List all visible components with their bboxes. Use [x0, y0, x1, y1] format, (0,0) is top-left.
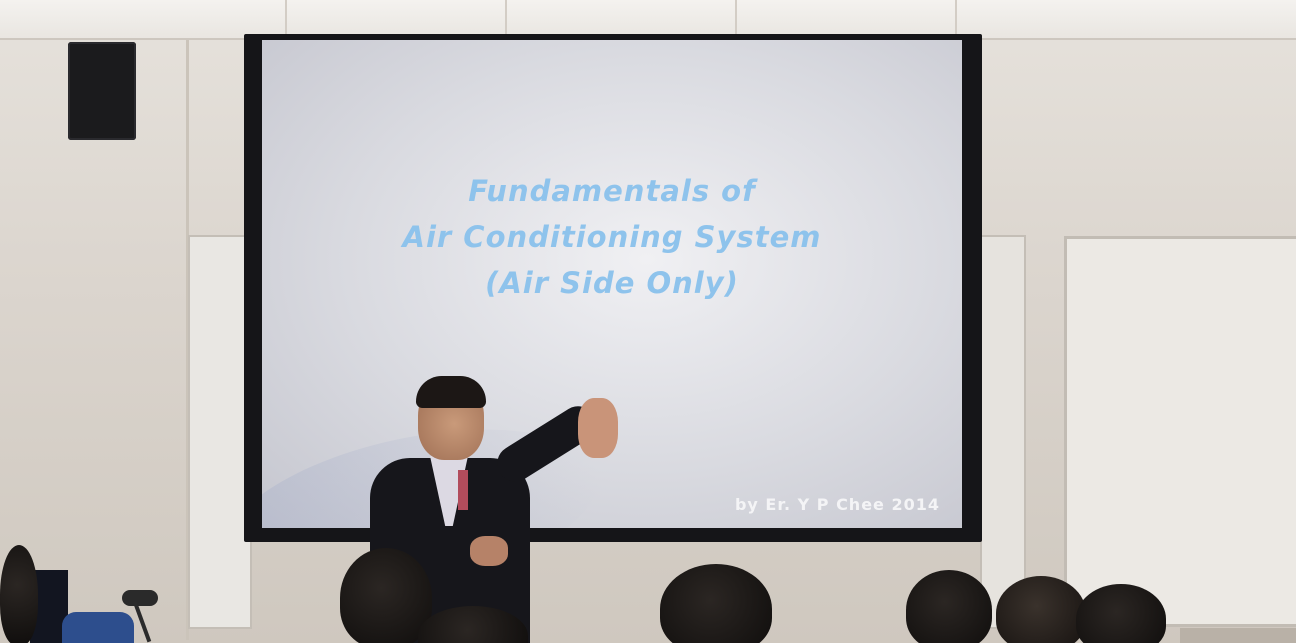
whiteboard-right — [1064, 236, 1296, 627]
slide-title-line: (Air Side Only) — [485, 266, 739, 300]
audience-head — [340, 548, 432, 643]
slide-title-line: Fundamentals of — [468, 174, 756, 208]
audience-head — [0, 545, 38, 643]
audience-head — [906, 570, 992, 643]
audience-head — [996, 576, 1086, 643]
slide-byline: by Er. Y P Chee 2014 — [734, 495, 940, 514]
audience-head — [1076, 584, 1166, 643]
slide-title-line: Air Conditioning System — [402, 220, 822, 254]
ceiling-seam — [285, 0, 287, 38]
wall-column — [186, 40, 189, 640]
slide-title: Fundamentals of Air Conditioning System … — [262, 168, 962, 306]
presenter-tie — [458, 470, 468, 510]
audience-head — [660, 564, 772, 643]
presenter-hand-holding-remote — [470, 536, 508, 566]
ceiling-seam — [735, 0, 737, 38]
microphone — [122, 590, 158, 606]
whiteboard-tray — [1180, 628, 1296, 643]
ceiling-seam — [505, 0, 507, 38]
presenter-raised-hand — [578, 398, 618, 458]
presenter-hair — [416, 376, 486, 408]
ceiling-seam — [955, 0, 957, 38]
wall-speaker — [68, 42, 136, 140]
blue-chair — [62, 612, 134, 643]
